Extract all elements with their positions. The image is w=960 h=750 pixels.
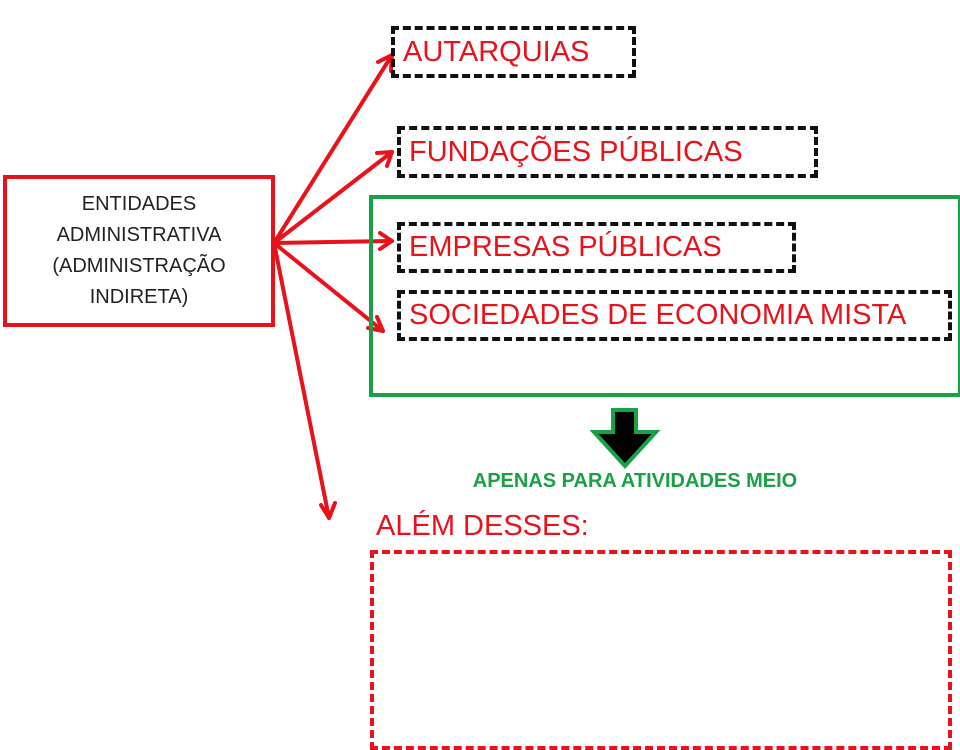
green-group-box: [369, 195, 960, 397]
arrowhead-empresas: [378, 231, 394, 251]
arrow-to-fundacoes: [272, 150, 394, 245]
target-fundacoes-label: FUNDAÇÕES PÚBLICAS: [409, 135, 743, 168]
alem-desses-label: ALÉM DESSES:: [376, 510, 589, 542]
red-dashed-box: [370, 550, 952, 750]
source-entity-box: ENTIDADES ADMINISTRATIVA (ADMINISTRAÇÃO …: [3, 175, 275, 327]
target-empresas-label: EMPRESAS PÚBLICAS: [409, 231, 722, 263]
diagram-connectors: [272, 53, 661, 520]
target-autarquias-label: AUTARQUIAS: [403, 35, 590, 68]
arrow-to-alem: [272, 241, 331, 520]
target-sociedades-economia-mista: SOCIEDADES DE ECONOMIA MISTA: [397, 290, 952, 341]
arrow-to-autarquias: [272, 53, 394, 245]
arrow-to-sociedades: [272, 241, 385, 333]
target-empresas-publicas: EMPRESAS PÚBLICAS: [397, 222, 796, 273]
source-entity-label: ENTIDADES ADMINISTRATIVA (ADMINISTRAÇÃO …: [52, 193, 226, 308]
down-arrow-icon: [589, 408, 661, 469]
arrowhead-fundacoes: [375, 150, 394, 168]
target-fundacoes-publicas: FUNDAÇÕES PÚBLICAS: [397, 126, 818, 178]
arrowhead-alem: [319, 501, 337, 520]
target-autarquias: AUTARQUIAS: [391, 26, 636, 78]
arrowhead-sociedades: [366, 315, 385, 333]
target-sociedades-label: SOCIEDADES DE ECONOMIA MISTA: [409, 299, 907, 331]
green-note: APENAS PARA ATIVIDADES MEIO: [472, 470, 798, 492]
